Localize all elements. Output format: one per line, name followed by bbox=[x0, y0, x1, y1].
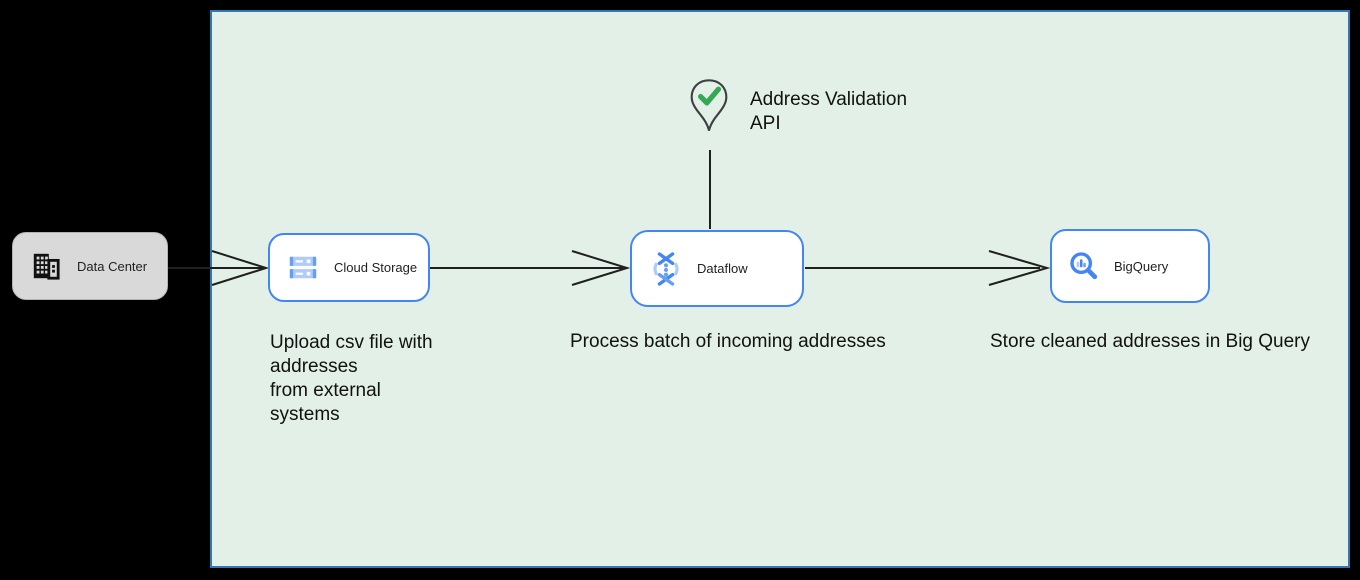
node-bigquery-label: BigQuery bbox=[1114, 258, 1169, 274]
note-upload-line2: addresses bbox=[270, 356, 358, 377]
dataflow-icon bbox=[653, 251, 679, 286]
building-icon bbox=[33, 253, 60, 280]
bigquery-icon bbox=[1070, 252, 1098, 280]
node-cloud-storage-label: Cloud Storage bbox=[334, 260, 418, 275]
note-upload-line3: from external bbox=[270, 380, 381, 401]
note-upload-line1: Upload csv file with bbox=[270, 332, 433, 353]
note-upload-line4: systems bbox=[270, 404, 340, 425]
node-bigquery[interactable]: BigQuery bbox=[1050, 229, 1210, 303]
note-process-batch: Process batch of incoming addresses bbox=[570, 331, 886, 352]
address-validation-label: Address Validation API bbox=[750, 88, 907, 136]
note-upload-csv: Upload csv file with addresses from exte… bbox=[270, 331, 433, 427]
map-pin-check-icon bbox=[690, 79, 728, 131]
address-validation-line1: Address Validation bbox=[750, 89, 908, 110]
note-store-bigquery: Store cleaned addresses in Big Query bbox=[990, 331, 1311, 352]
node-cloud-storage[interactable]: Cloud Storage bbox=[268, 233, 430, 302]
cloud-storage-icon bbox=[289, 256, 317, 279]
node-data-center[interactable]: Data Center bbox=[12, 232, 168, 300]
node-data-center-label: Data Center bbox=[77, 258, 148, 274]
node-dataflow[interactable]: Dataflow bbox=[630, 230, 804, 307]
node-dataflow-label: Dataflow bbox=[697, 261, 748, 276]
address-validation-line2: API bbox=[750, 113, 781, 134]
